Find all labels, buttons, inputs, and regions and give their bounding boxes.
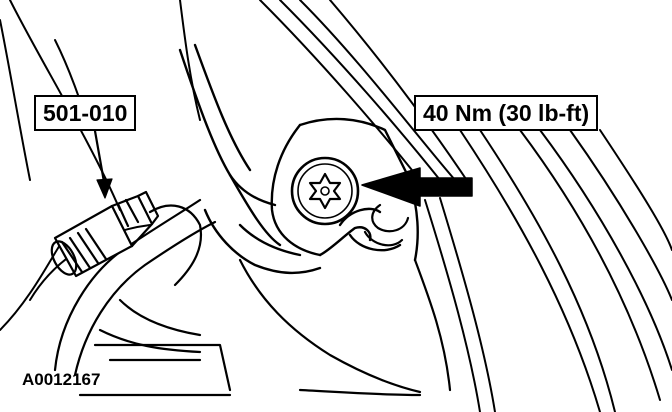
tool-number-callout: 501-010: [34, 95, 137, 131]
torx-bit-socket-icon: [50, 190, 160, 278]
arrow-icon: [361, 167, 473, 207]
retainer-clip: [363, 203, 410, 247]
lower-housing: [238, 258, 452, 397]
figure-id-label: A0012167: [22, 370, 101, 389]
hinge-body: [178, 43, 419, 275]
torx-bolt-icon: [290, 156, 360, 226]
tool-leader: [93, 129, 113, 199]
door-panel-lines: [259, 0, 672, 412]
torque-spec-callout: 40 Nm (30 lb-ft): [414, 95, 599, 131]
